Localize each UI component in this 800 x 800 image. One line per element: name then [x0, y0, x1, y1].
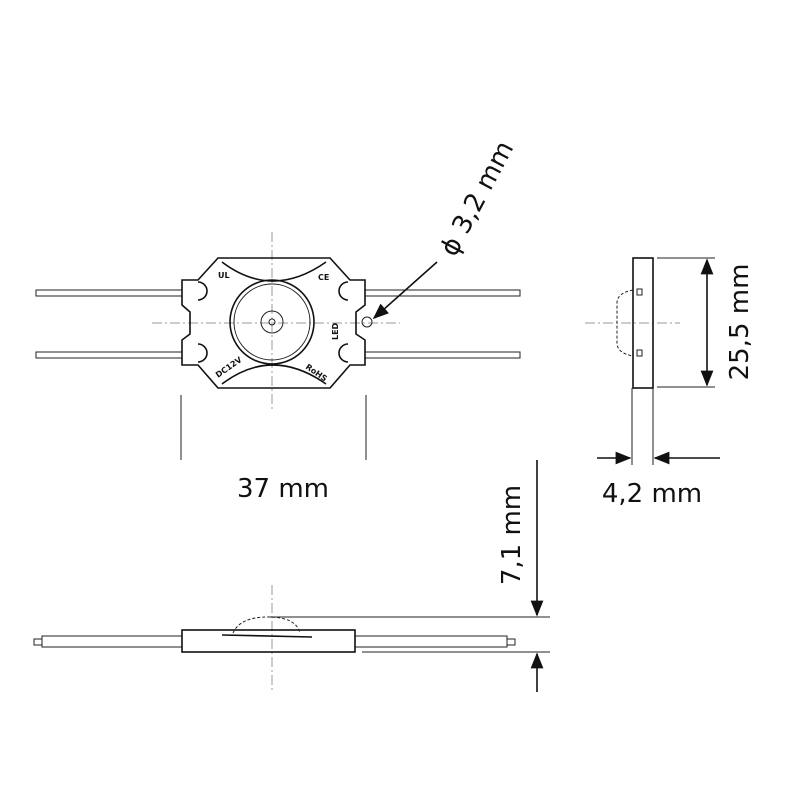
- voltage-mark: DC12V: [214, 355, 244, 380]
- module-body: [181, 257, 366, 389]
- led-mark: LED: [331, 322, 340, 340]
- top-view: UL CE LED DC12V RoHS 37 mm ϕ 3,2 mm: [35, 136, 521, 504]
- wires-left: [35, 289, 183, 359]
- total-height-dimension-label: 7,1 mm: [497, 485, 527, 585]
- ce-mark: CE: [318, 273, 329, 282]
- wires-right: [364, 289, 521, 359]
- thickness-dimension-label: 4,2 mm: [602, 479, 702, 509]
- side-lens: [616, 289, 634, 357]
- hole-diameter-label: ϕ 3,2 mm: [435, 136, 520, 261]
- height-dimension-label: 25,5 mm: [725, 264, 755, 381]
- lens: [229, 279, 315, 365]
- side-view: 25,5 mm 4,2 mm: [585, 257, 755, 509]
- ul-mark: UL: [218, 271, 230, 280]
- width-dimension-label: 37 mm: [237, 474, 329, 504]
- front-body: [181, 629, 356, 653]
- mounting-hole: [361, 316, 373, 328]
- hole-leader-arrow: [372, 261, 438, 320]
- side-body: [632, 257, 654, 389]
- front-view: 7,1 mm: [33, 460, 550, 692]
